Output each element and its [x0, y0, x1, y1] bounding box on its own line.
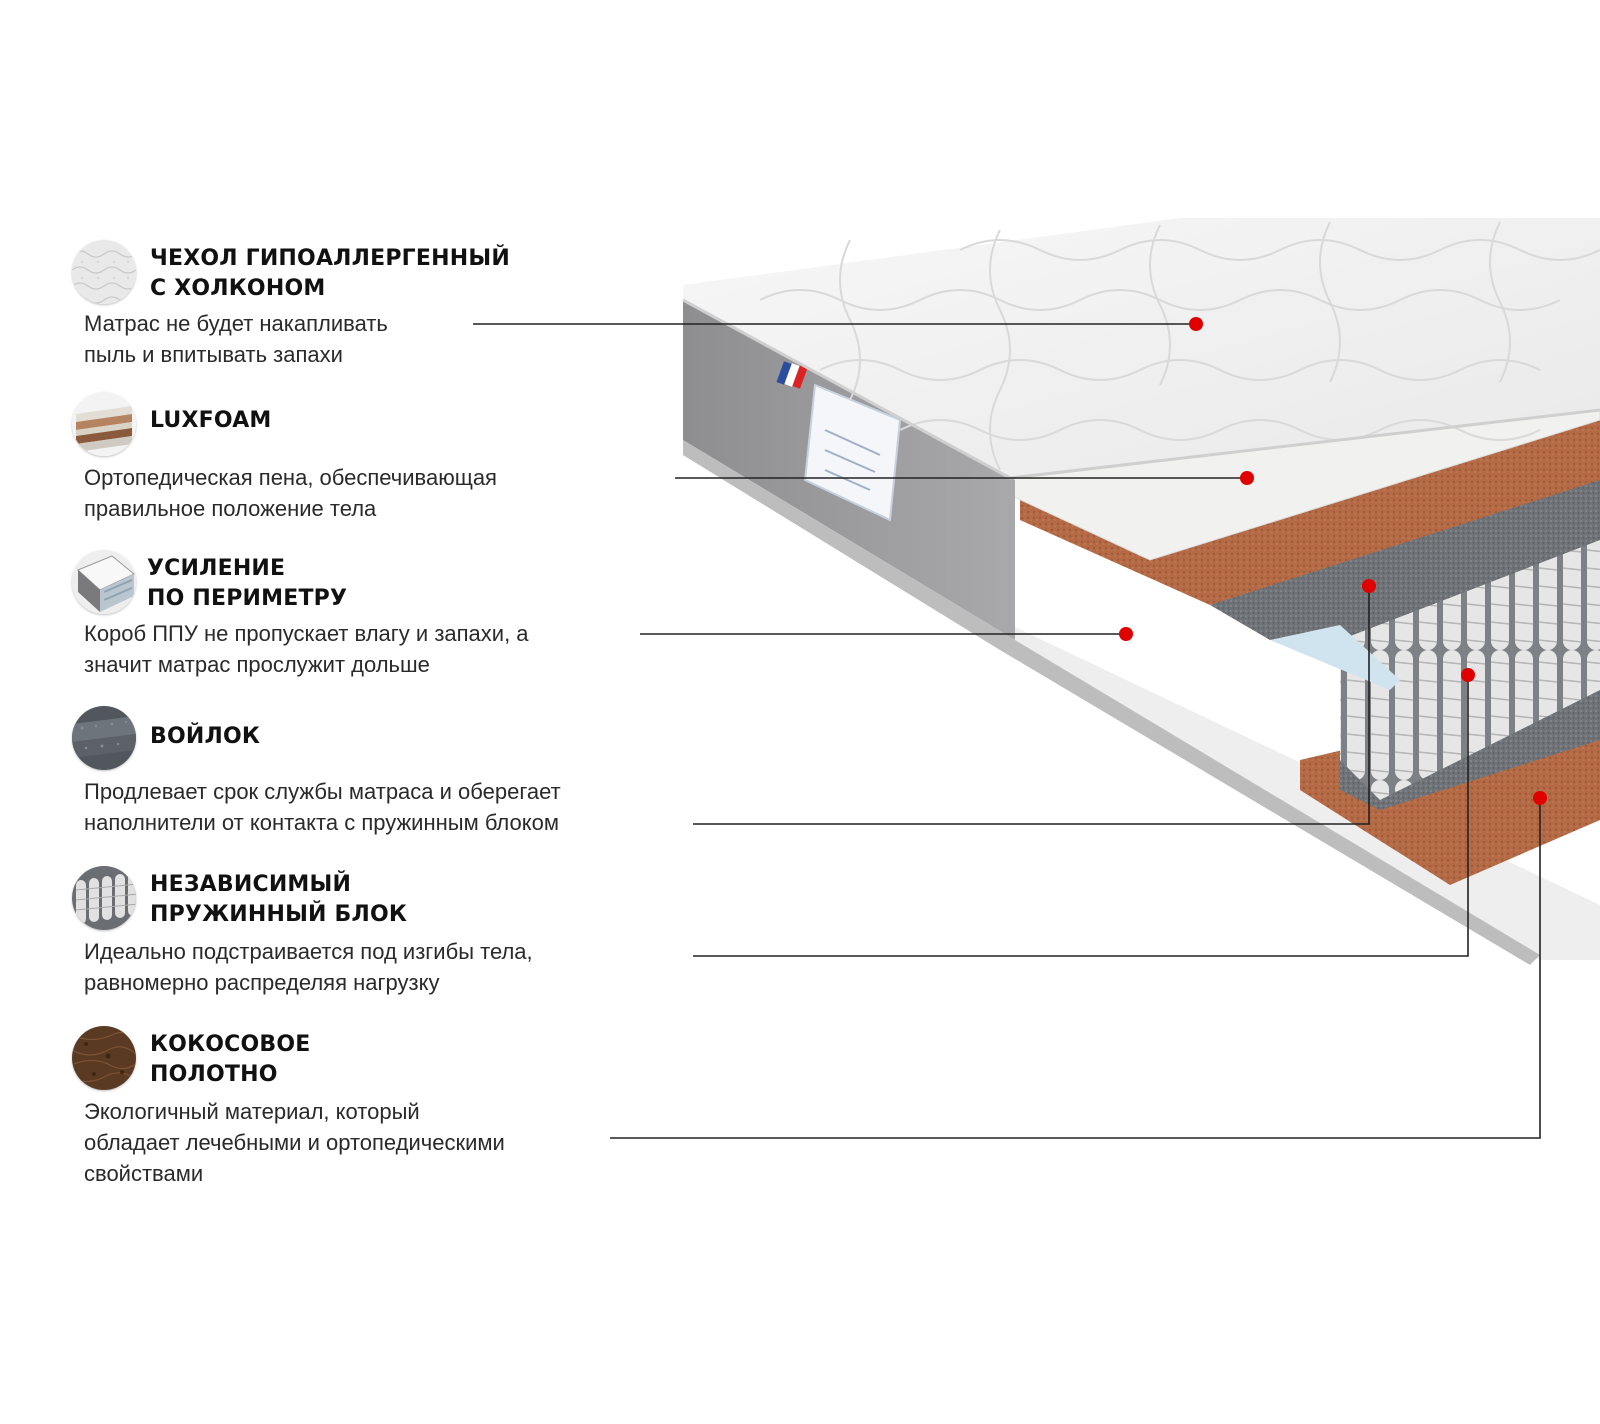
- feature-description: Ортопедическая пена, обеспечивающая прав…: [84, 465, 497, 521]
- feature-title: LUXFOAM: [150, 408, 272, 433]
- quilted-cover-icon: [72, 240, 136, 304]
- spring-block: [1340, 510, 1600, 800]
- perimeter-box-icon: [72, 550, 136, 614]
- marker-dot-perimeter: [1119, 627, 1133, 641]
- top-felt-layer: [1210, 470, 1600, 640]
- marker-dot-luxfoam: [1240, 471, 1254, 485]
- marker-dot-cover: [1189, 317, 1203, 331]
- marker-dots: [1119, 317, 1547, 805]
- feature-description: Продлевает срок службы матраса и оберега…: [84, 779, 561, 835]
- feature-title: УСИЛЕНИЕ ПО ПЕРИМЕТРУ: [147, 556, 348, 611]
- leader-line-felt: [693, 586, 1370, 825]
- feature-title: КОКОСОВОЕ ПОЛОТНО: [150, 1032, 311, 1087]
- foam-layers-icon: [72, 392, 136, 456]
- felt-icon: [72, 706, 136, 770]
- quilted-top-cover: [683, 218, 1600, 478]
- leader-lines: [473, 323, 1541, 1139]
- feature-title: НЕЗАВИСИМЫЙ ПРУЖИННЫЙ БЛОК: [150, 872, 408, 927]
- marker-dot-coconut: [1533, 791, 1547, 805]
- leader-line-coconut: [610, 798, 1541, 1139]
- feature-description: Матрас не будет накапливать пыль и впиты…: [84, 311, 388, 367]
- quilting-pattern: [759, 221, 1600, 471]
- marker-dot-springs: [1461, 668, 1475, 682]
- product-label-tag: [803, 383, 902, 522]
- spring-block-icon: [72, 866, 136, 930]
- leader-line-springs: [693, 675, 1469, 957]
- marker-dot-felt: [1362, 579, 1376, 593]
- feature-description: Короб ППУ не пропускает влагу и запахи, …: [84, 621, 529, 677]
- coconut-coir-icon: [72, 1026, 136, 1090]
- feature-description: Идеально подстраивается под изгибы тела,…: [84, 939, 533, 995]
- feature-description: Экологичный материал, который обладает л…: [84, 1099, 505, 1186]
- feature-title: ВОЙЛОК: [150, 724, 261, 749]
- feature-title: ЧЕХОЛ ГИПОАЛЛЕРГЕННЫЙ С ХОЛКОНОМ: [150, 246, 510, 301]
